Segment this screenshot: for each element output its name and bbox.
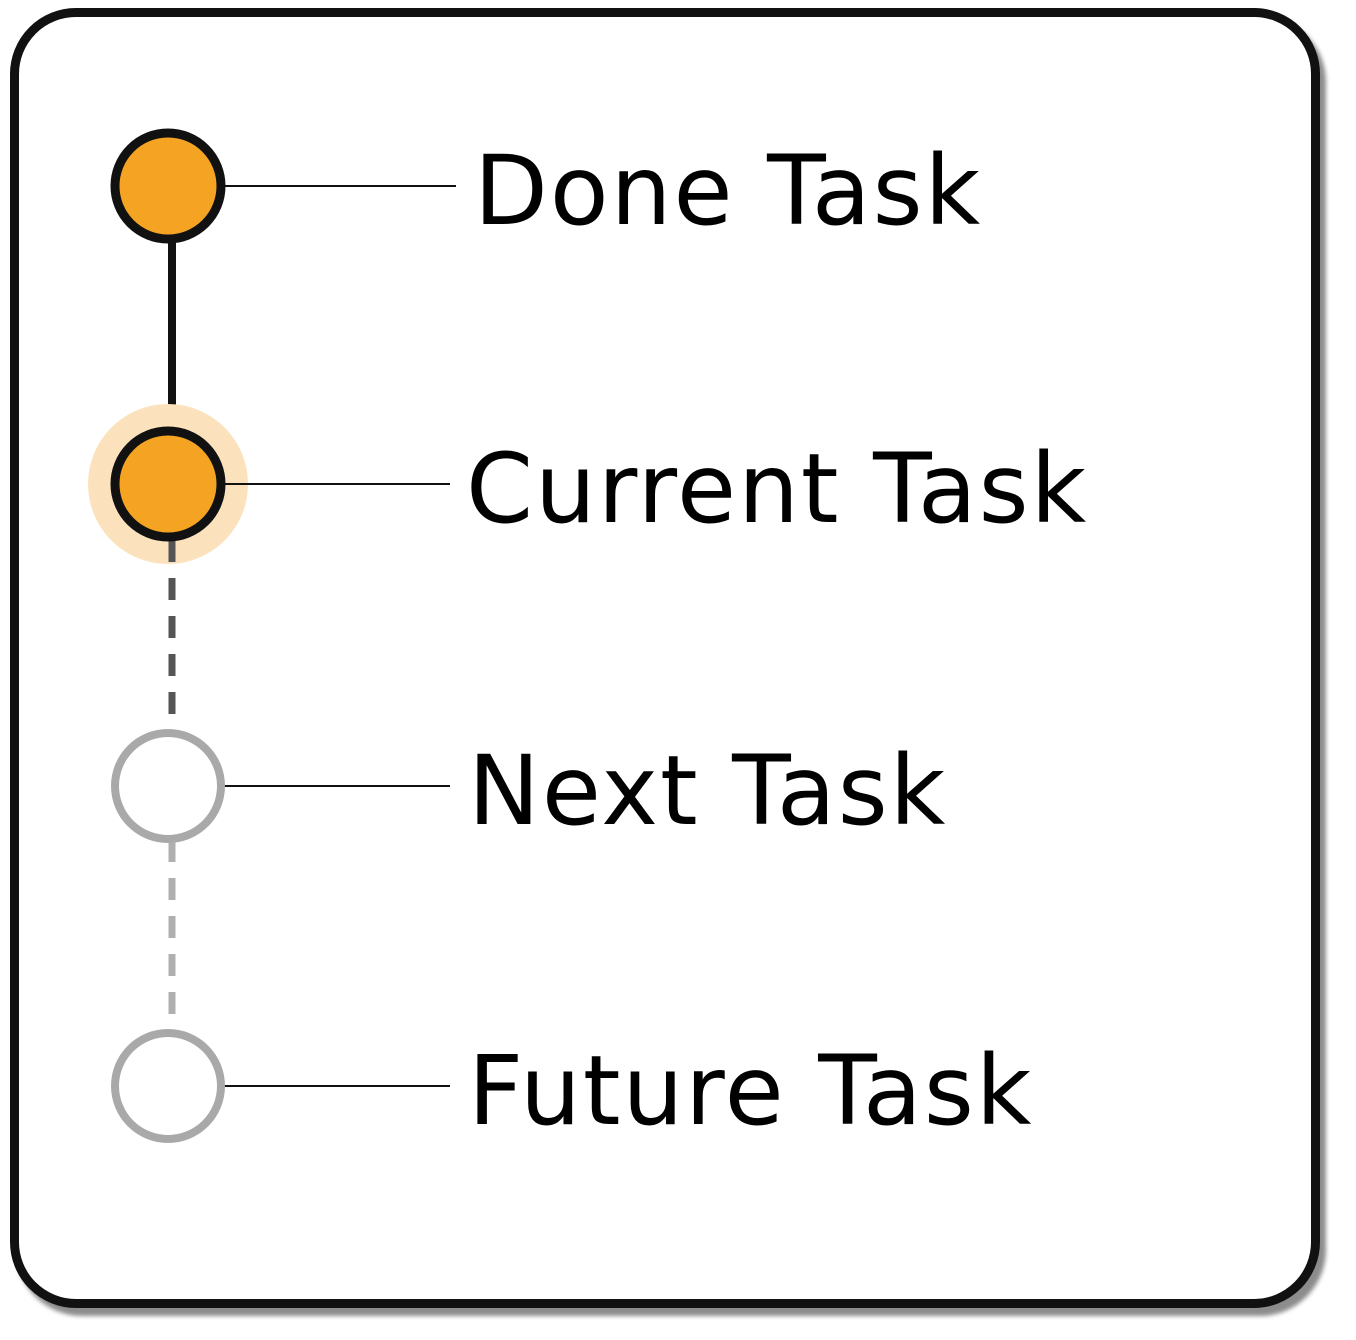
timeline-card xyxy=(10,8,1320,1308)
next-task-marker-icon xyxy=(111,729,225,843)
next-task-label: Next Task xyxy=(468,735,947,847)
done-task-label: Done Task xyxy=(474,135,982,247)
future-task-label: Future Task xyxy=(468,1035,1033,1147)
done-task-marker-icon xyxy=(110,128,226,244)
current-task-marker-icon xyxy=(110,426,226,542)
future-task-marker-icon xyxy=(111,1029,225,1143)
current-task-label: Current Task xyxy=(466,433,1088,545)
